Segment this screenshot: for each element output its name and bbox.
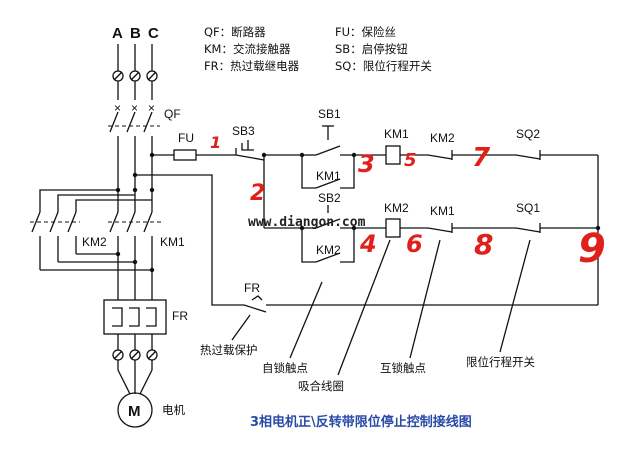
legend-qf: QF：断路器 bbox=[204, 25, 266, 39]
hand-number-4: 4 bbox=[359, 230, 377, 258]
watermark: www.diangon.com bbox=[248, 215, 366, 230]
km1-coil-label: KM1 bbox=[384, 127, 409, 141]
fr-relay bbox=[103, 299, 167, 350]
hand-number-8: 8 bbox=[474, 228, 493, 261]
hand-number-6: 6 bbox=[406, 230, 423, 258]
km2-hold-label: KM2 bbox=[316, 243, 341, 257]
motor-symbol: M bbox=[128, 403, 141, 420]
sq1-label: SQ1 bbox=[516, 201, 540, 215]
km2-coil-label: KM2 bbox=[384, 201, 409, 215]
legend-km: KM：交流接触器 bbox=[204, 42, 291, 56]
motor bbox=[117, 392, 153, 428]
phase-b-label: B bbox=[130, 25, 141, 42]
annotation-limit: 限位行程开关 bbox=[466, 355, 535, 369]
km2-main-contacts bbox=[30, 189, 152, 271]
svg-text:×: × bbox=[131, 101, 138, 115]
phase-a-label: A bbox=[112, 25, 123, 42]
legend-sq: SQ：限位行程开关 bbox=[335, 59, 432, 73]
diagram-caption: 3相电机正\反转带限位停止控制接线图 bbox=[250, 414, 472, 430]
qf-label: QF bbox=[164, 107, 181, 121]
sb1-label: SB1 bbox=[318, 107, 341, 121]
control-wiring bbox=[135, 125, 601, 313]
sq2-label: SQ2 bbox=[516, 127, 540, 141]
km2-main-label: KM2 bbox=[82, 235, 107, 249]
legend-sb: SB：启停按钮 bbox=[335, 42, 408, 56]
phase-c-label: C bbox=[148, 25, 159, 42]
annotation-self-lock: 自锁触点 bbox=[262, 361, 308, 375]
legend-fr: FR：热过载继电器 bbox=[204, 59, 300, 73]
hand-number-3: 3 bbox=[358, 150, 375, 178]
sb3-label: SB3 bbox=[232, 124, 255, 138]
hand-number-5: 5 bbox=[404, 150, 417, 171]
annotation-coil: 吸合线圈 bbox=[298, 379, 344, 393]
bottom-terminals bbox=[112, 349, 158, 395]
svg-text:×: × bbox=[148, 101, 155, 115]
km1-main-contacts bbox=[108, 205, 162, 300]
main-bus bbox=[115, 150, 155, 205]
hand-number-7: 7 bbox=[472, 143, 491, 173]
supply-lines bbox=[117, 44, 153, 100]
hand-number-1: 1 bbox=[210, 133, 221, 152]
annotation-interlock: 互锁触点 bbox=[380, 361, 426, 375]
legend-fu: FU：保险丝 bbox=[335, 25, 396, 39]
sb2-label: SB2 bbox=[318, 191, 341, 205]
fr-contact-label: FR bbox=[244, 281, 260, 295]
km2-interlock-label: KM2 bbox=[430, 131, 455, 145]
motor-label: 电机 bbox=[162, 403, 185, 417]
km1-main-label: KM1 bbox=[160, 235, 185, 249]
km1-interlock-label: KM1 bbox=[430, 204, 455, 218]
svg-text:×: × bbox=[114, 101, 121, 115]
top-terminals bbox=[112, 70, 158, 82]
hand-number-2: 2 bbox=[250, 181, 265, 206]
fr-relay-label: FR bbox=[172, 309, 188, 323]
annotation-thermal: 热过载保护 bbox=[200, 343, 258, 357]
km1-hold-label: KM1 bbox=[316, 169, 341, 183]
hand-number-9: 9 bbox=[578, 226, 606, 272]
annotation-pointers bbox=[231, 239, 531, 376]
fu-label: FU bbox=[178, 131, 194, 145]
qf-breaker: × × × bbox=[108, 101, 160, 150]
